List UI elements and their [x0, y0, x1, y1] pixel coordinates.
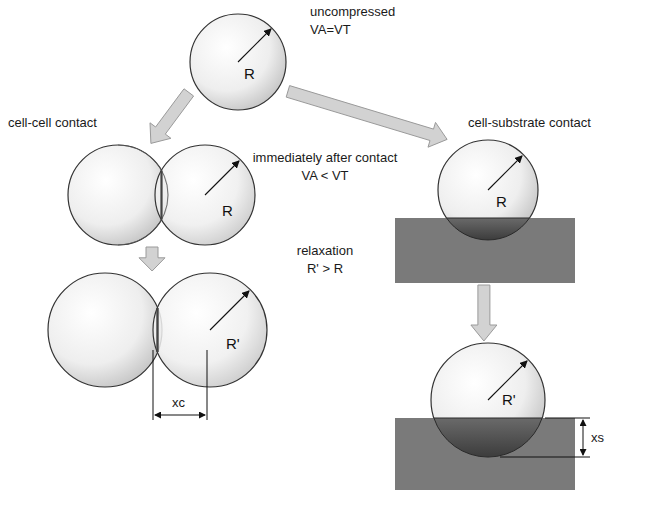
- cell-shape: R: [190, 14, 286, 110]
- cell-shape: R: [67, 145, 255, 245]
- annotation-label: cell-substrate contact: [468, 115, 591, 131]
- radius-label: R': [502, 391, 516, 408]
- annotation-label: immediately after contact: [253, 150, 398, 166]
- block-arrow: [150, 89, 194, 144]
- annotation-label: xc: [172, 395, 185, 411]
- radius-label: R': [226, 335, 240, 352]
- cell-shape: R': [48, 273, 268, 387]
- annotation-label: cell-cell contact: [8, 115, 97, 131]
- block-arrow: [286, 86, 447, 148]
- block-arrow: [139, 247, 165, 271]
- cell-shape: R': [395, 343, 575, 490]
- radius-label: R: [222, 202, 233, 219]
- annotation-label: xs: [591, 430, 604, 446]
- annotation-label: VA < VT: [301, 168, 348, 184]
- annotation-label: relaxation: [297, 243, 353, 259]
- annotation-label: VA=VT: [310, 22, 351, 38]
- radius-label: R: [496, 193, 507, 210]
- radius-label: R: [244, 65, 255, 82]
- annotation-label: R' > R: [307, 261, 343, 277]
- block-arrow: [471, 285, 497, 341]
- annotation-label: uncompressed: [310, 4, 395, 20]
- cell-shape: R: [395, 140, 575, 283]
